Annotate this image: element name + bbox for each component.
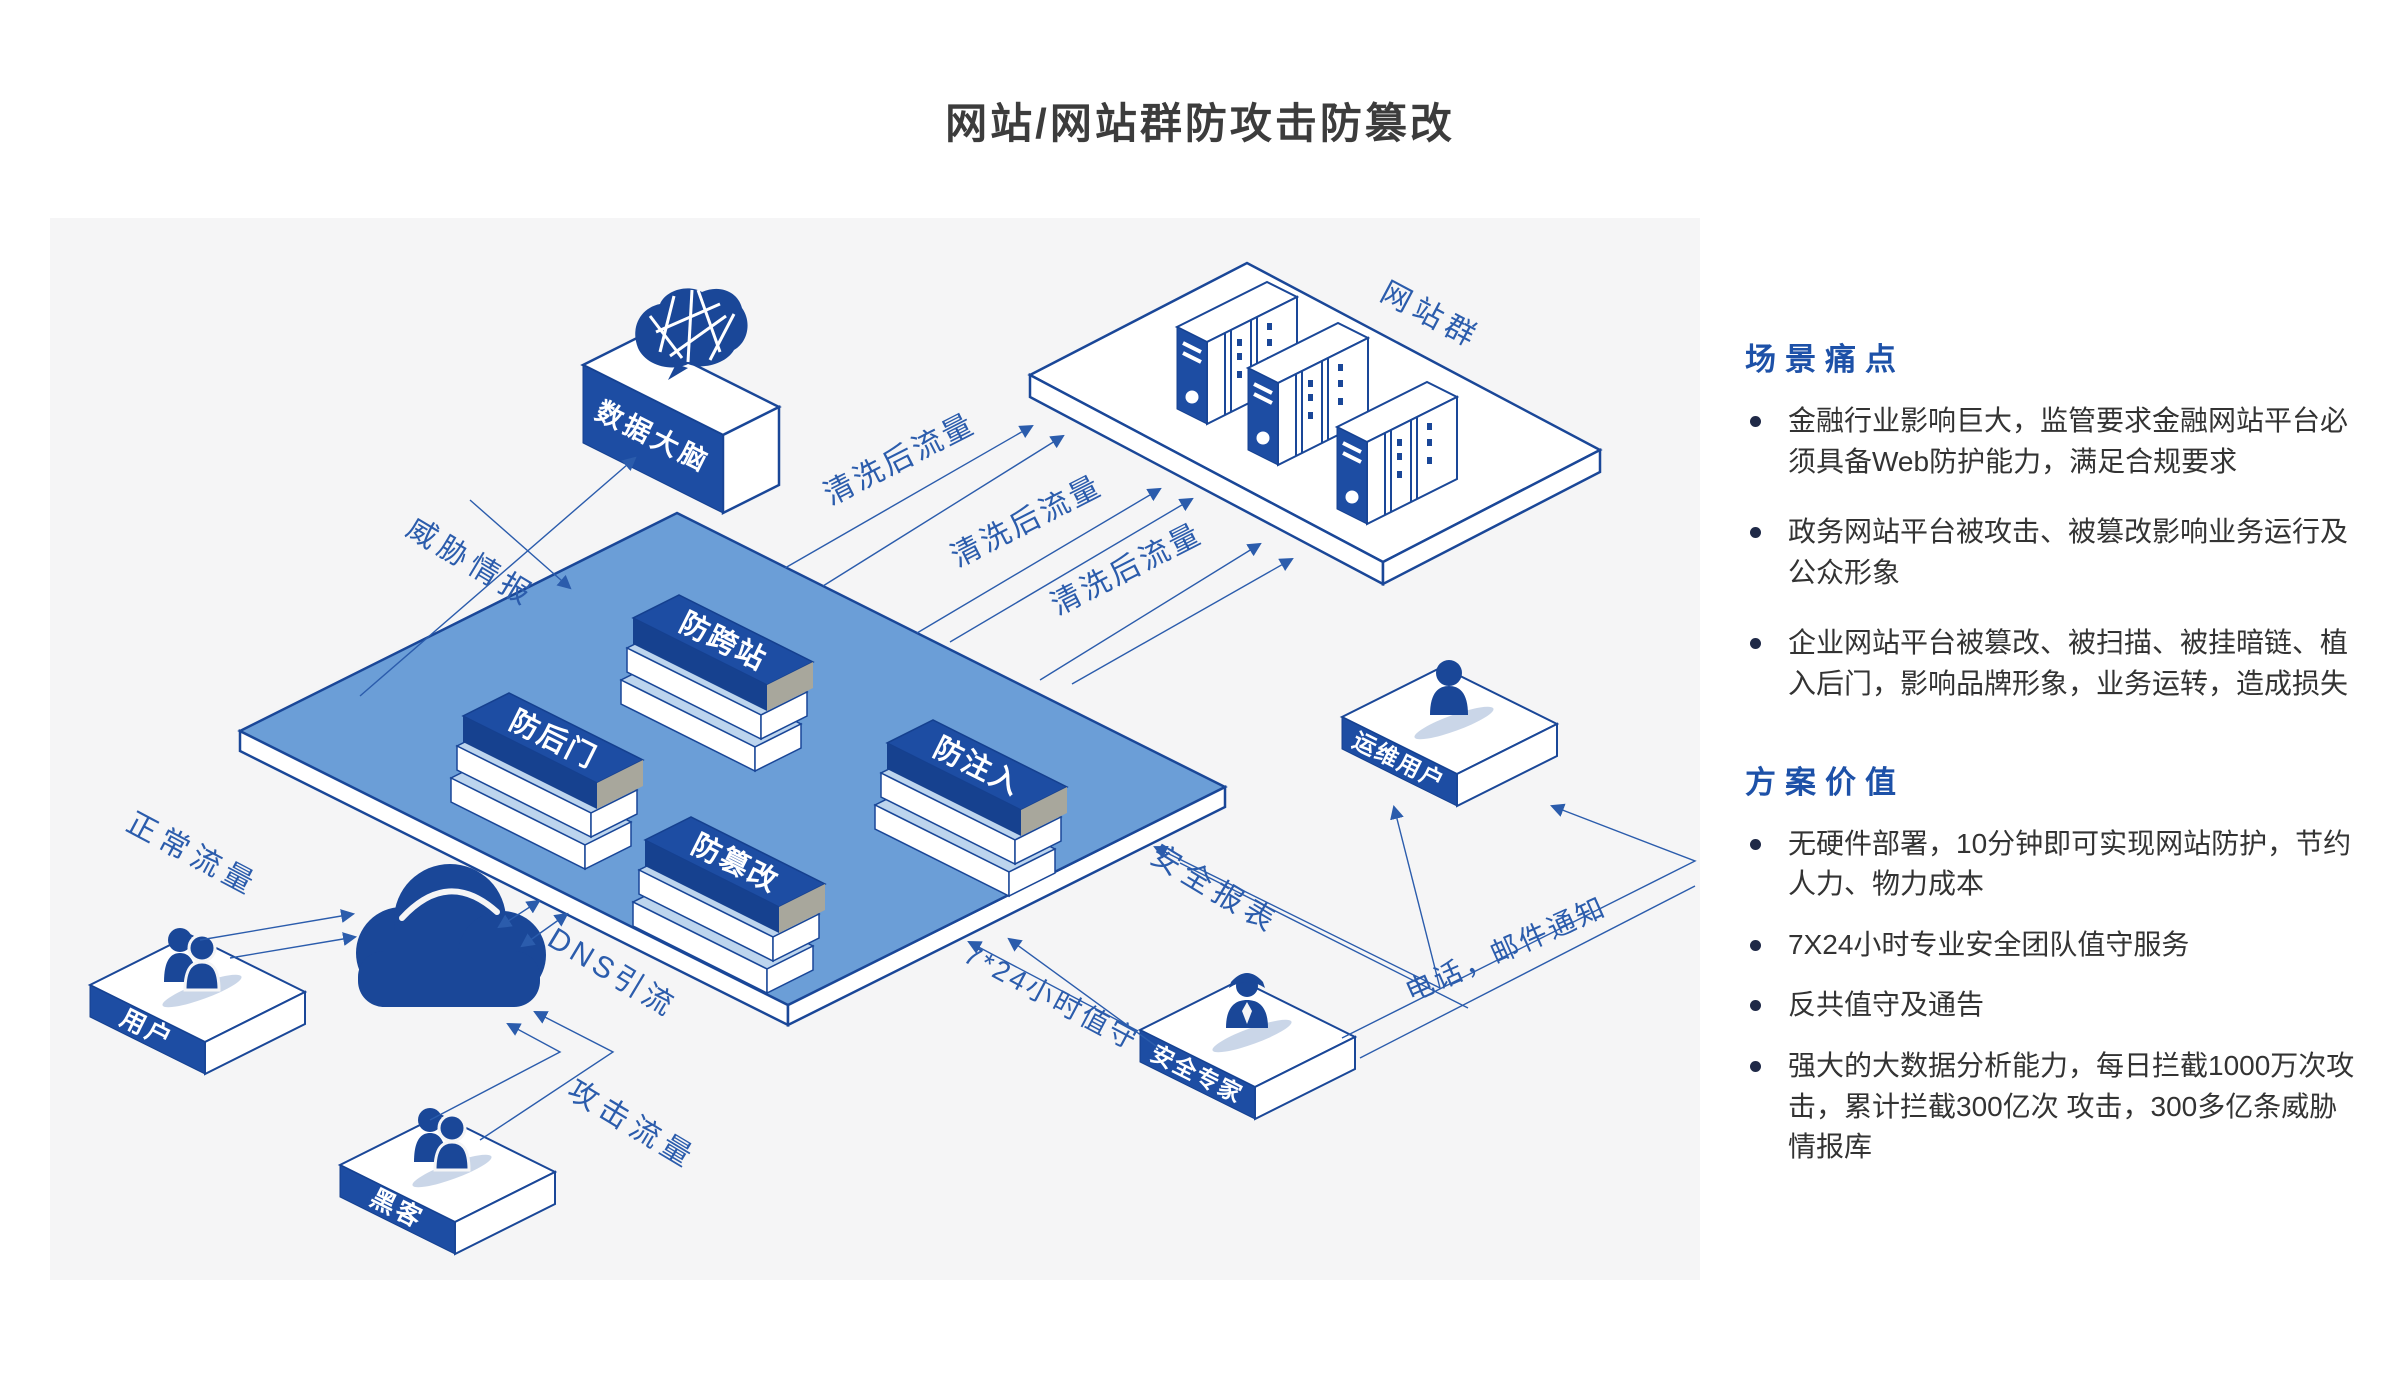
pain-points-heading: 场景痛点 — [1745, 342, 1905, 377]
cloud-icon — [356, 864, 546, 1007]
cleaned-traffic-label-3: 清洗后流量 — [1046, 517, 1208, 621]
list-item: 企业网站平台被篡改、被扫描、被挂暗链、植入后门，影响品牌形象，业务运转，造成损失 — [1745, 623, 2365, 704]
flow-lines — [199, 424, 1697, 1141]
bullet-icon — [1750, 638, 1761, 650]
duty-7x24-label: 7*24小时值守 — [959, 938, 1145, 1056]
bullet-icon — [1750, 1000, 1761, 1012]
attack-traffic-label: 攻击流量 — [562, 1074, 702, 1176]
solution-value-text: 反共值守及通告 — [1788, 989, 1985, 1021]
security-report-label: 安全报表 — [1145, 839, 1285, 941]
cleaned-traffic-label-1: 清洗后流量 — [819, 407, 981, 511]
bullet-icon — [1750, 1060, 1761, 1072]
pain-point-text: 政务网站平台被攻击、被篡改影响业务运行及公众形象 — [1788, 516, 2349, 588]
pain-point-text: 企业网站平台被篡改、被扫描、被挂暗链、植入后门，影响品牌形象，业务运转，造成损失 — [1788, 627, 2349, 699]
solution-value-text: 强大的大数据分析能力，每日拦截1000万次攻击，累计拦截300亿次 攻击，300… — [1788, 1049, 2355, 1163]
architecture-diagram: 网站群 防跨站 防后门 防注入 防篡改 — [89, 261, 1697, 1255]
pain-point-text: 金融行业影响巨大，监管要求金融网站平台必须具备Web防护能力，满足合规要求 — [1788, 405, 2349, 477]
list-item: 7X24小时专业安全团队值守服务 — [1745, 925, 2365, 966]
info-panel: 场景痛点 金融行业影响巨大，监管要求金融网站平台必须具备Web防护能力，满足合规… — [1745, 334, 2365, 1188]
list-item: 无硬件部署，10分钟即可实现网站防护，节约人力、物力成本 — [1745, 824, 2365, 905]
list-item: 强大的大数据分析能力，每日拦截1000万次攻击，累计拦截300亿次 攻击，300… — [1745, 1046, 2365, 1168]
normal-traffic-label: 正常流量 — [121, 806, 264, 903]
solution-value-text: 无硬件部署，10分钟即可实现网站防护，节约人力、物力成本 — [1788, 827, 2352, 900]
solution-values-section: 方案价值 无硬件部署，10分钟即可实现网站防护，节约人力、物力成本 7X24小时… — [1745, 757, 2365, 1168]
list-item: 政务网站平台被攻击、被篡改影响业务运行及公众形象 — [1745, 512, 2365, 593]
bullet-icon — [1750, 416, 1761, 427]
bullet-icon — [1750, 939, 1761, 951]
bullet-icon — [1750, 527, 1761, 539]
website-cluster-platform: 网站群 — [1027, 261, 1603, 587]
solution-value-text: 7X24小时专业安全团队值守服务 — [1788, 928, 2190, 960]
data-brain-node: 数据大脑 — [580, 335, 782, 516]
page-title: 网站/网站群防攻击防篡改 — [945, 100, 1455, 147]
brain-icon — [635, 288, 748, 380]
threat-intel-label: 威胁情报 — [401, 512, 541, 614]
diagram-panel: 网站群 防跨站 防后门 防注入 防篡改 — [50, 218, 1700, 1280]
list-item: 金融行业影响巨大，监管要求金融网站平台必须具备Web防护能力，满足合规要求 — [1745, 401, 2365, 482]
cleaned-traffic-label-2: 清洗后流量 — [946, 469, 1108, 573]
bullet-icon — [1750, 838, 1761, 850]
pain-points-section: 场景痛点 金融行业影响巨大，监管要求金融网站平台必须具备Web防护能力，满足合规… — [1745, 334, 2365, 705]
solution-values-heading: 方案价值 — [1745, 764, 1905, 800]
list-item: 反共值守及通告 — [1745, 985, 2365, 1026]
phone-email-label: 电话，邮件通知 — [1401, 891, 1612, 1008]
